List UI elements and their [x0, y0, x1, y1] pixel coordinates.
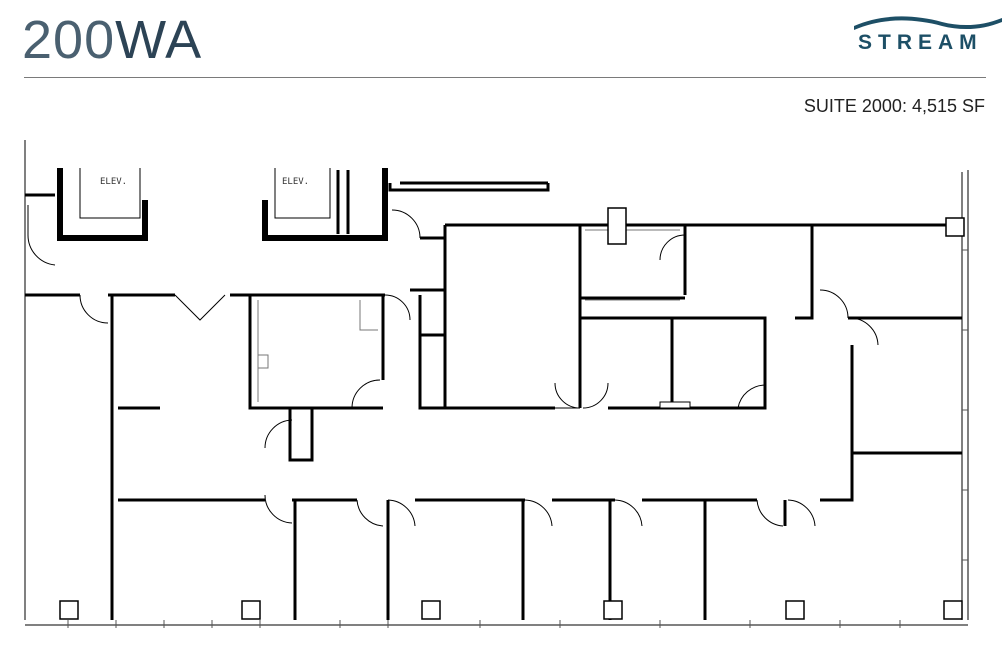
wave-icon: [854, 16, 1002, 30]
suite-label: SUITE 2000: 4,515 SF: [803, 96, 985, 116]
elevator-label: ELEV.: [282, 177, 309, 187]
stream-brand-logo: STREAM: [852, 12, 1002, 60]
building-logo: 200WA: [22, 8, 202, 72]
floor-plan: ELEV. ELEV.: [24, 140, 969, 628]
elevator-core-right: ELEV.: [262, 168, 388, 241]
window-mullions: [67, 249, 968, 628]
elevator-label: ELEV.: [100, 177, 127, 187]
header-divider: [24, 77, 986, 78]
logo-letters: WA: [115, 10, 203, 70]
brand-name: STREAM: [858, 31, 983, 54]
structural-columns: [59, 207, 965, 620]
elevator-core-left: ELEV.: [57, 168, 148, 241]
interior-walls: [110, 225, 962, 620]
door-swings: [27, 205, 879, 527]
logo-number: 200: [22, 10, 116, 70]
